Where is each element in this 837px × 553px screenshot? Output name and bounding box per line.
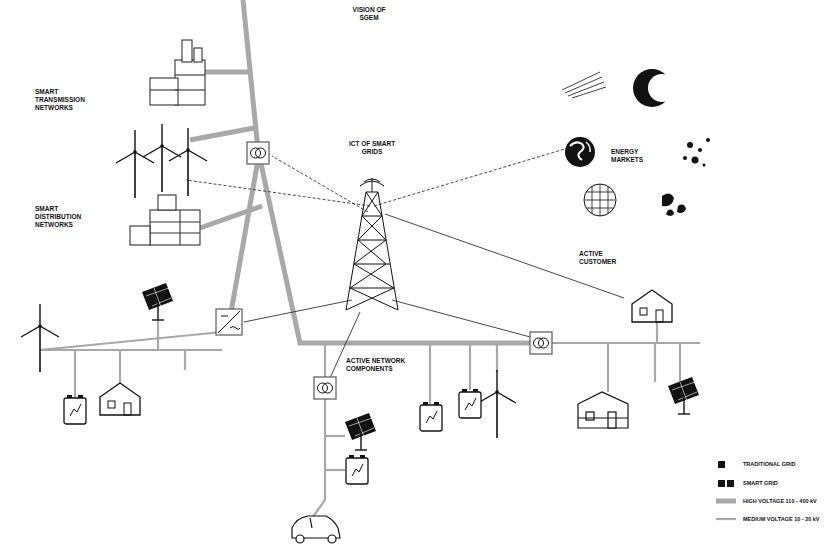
legend-text: HIGH VOLTAGE 110 - 400 kV (742, 498, 818, 505)
legend-text: MEDIUM VOLTAGE 10 - 20 kV (742, 516, 821, 523)
section-label: ACTIVE NETWORK COMPONENTS (345, 357, 413, 373)
section-label: ACTIVE CUSTOMER (578, 250, 632, 266)
diagram-title: VISION OF SGEM (345, 6, 393, 22)
section-label: SMART TRANSMISSION NETWORKS (34, 88, 98, 111)
section-label: ENERGY MARKETS (610, 148, 658, 164)
section-label: ICT OF SMART GRIDS (345, 140, 399, 156)
legend-text: TRADITIONAL GRID (742, 461, 796, 468)
section-label: SMART DISTRIBUTION NETWORKS (34, 205, 98, 228)
legend-swatch (718, 461, 725, 468)
legend-text: SMART GRID (742, 480, 779, 487)
